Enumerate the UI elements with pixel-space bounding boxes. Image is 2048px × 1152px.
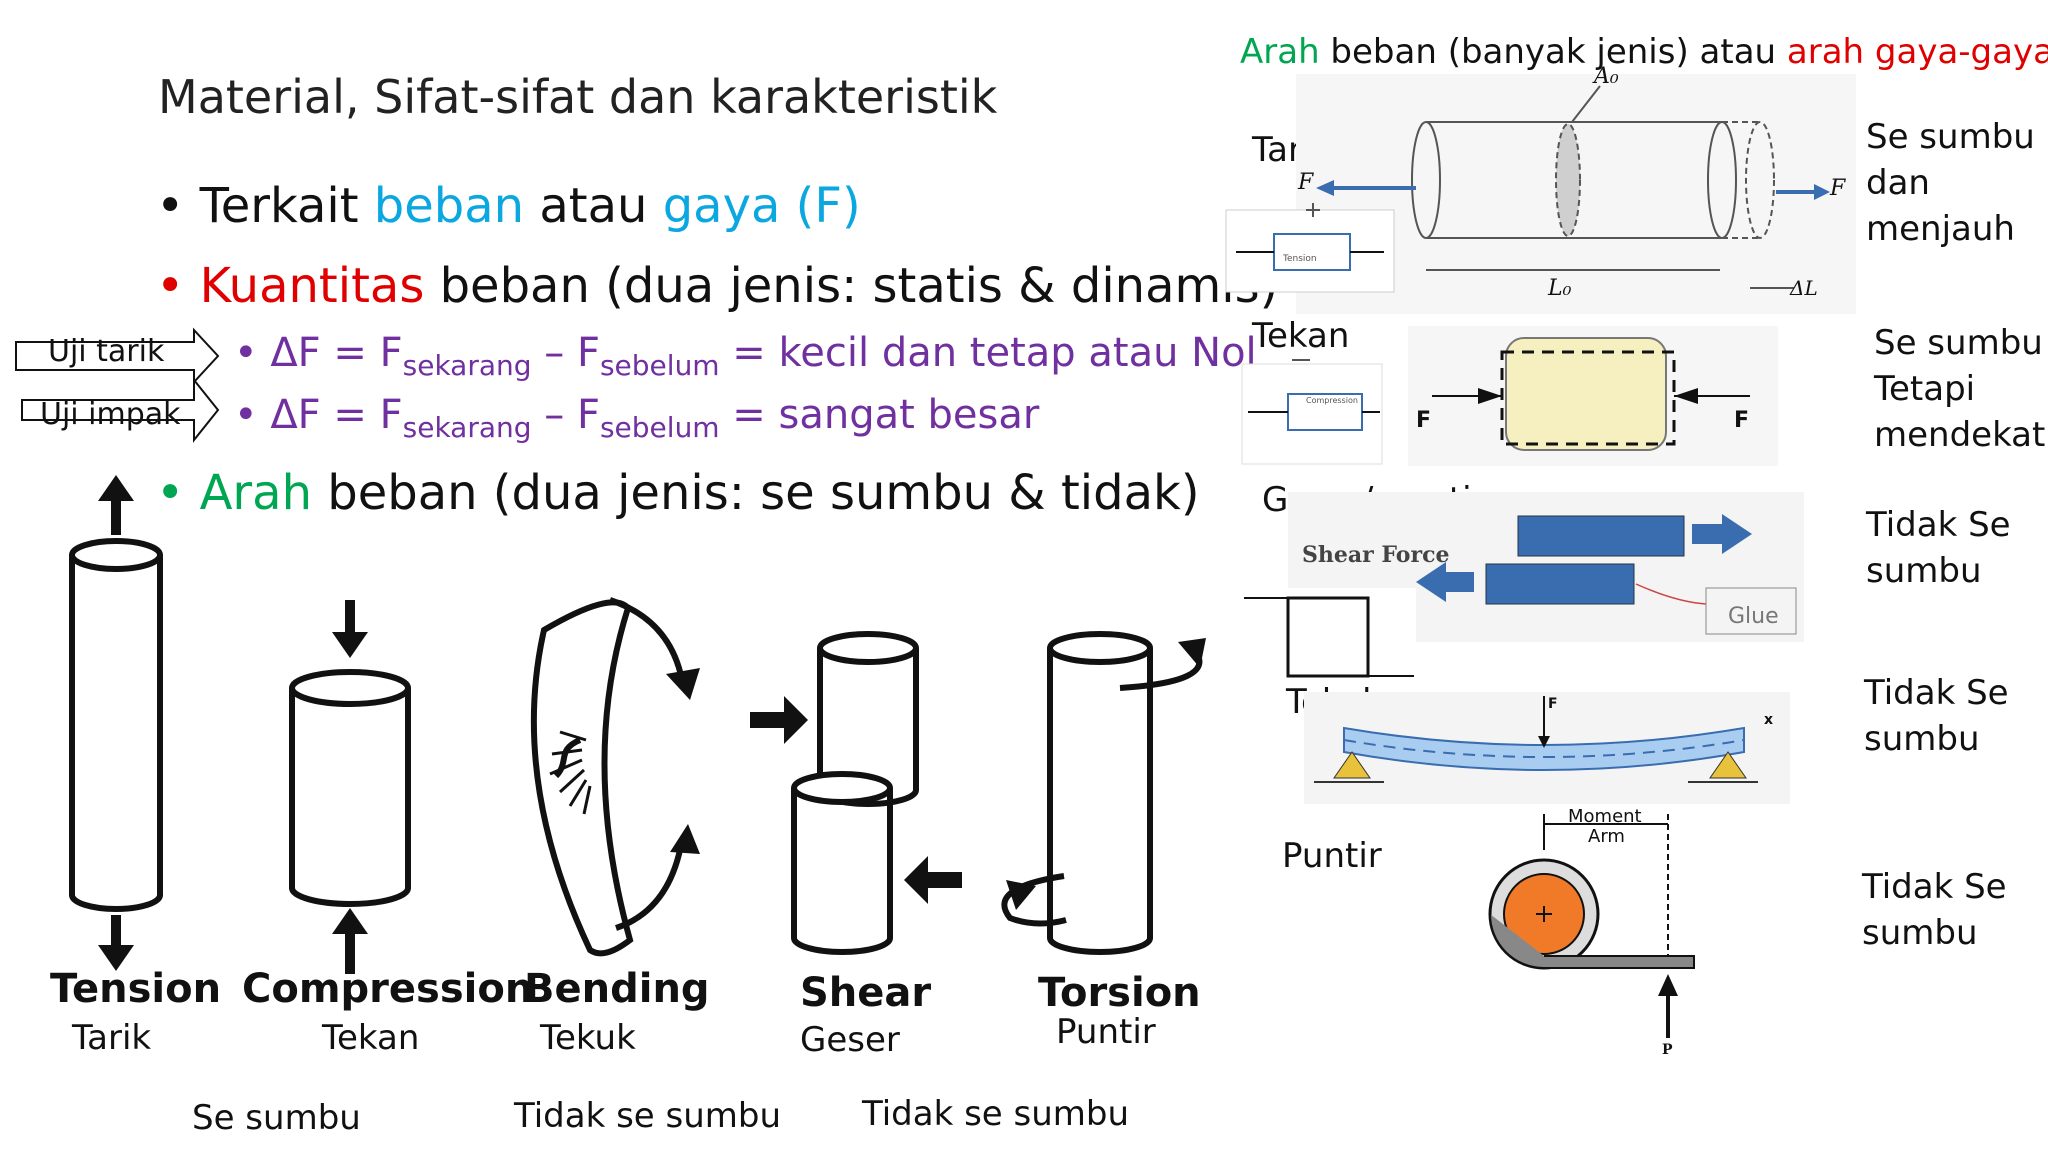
- tarik-box-label: Tension: [1283, 254, 1317, 264]
- uji-impak-label: Uji impak: [40, 397, 181, 432]
- geser-label: Geser: [800, 1020, 900, 1060]
- uji-impak-arrow-shape: [21, 377, 220, 443]
- compression-figure: [289, 600, 411, 974]
- group-tidak-se-sumbu-1: Tidak se sumbu: [514, 1096, 782, 1136]
- tarik-sym-dl: ΔL: [1790, 276, 1818, 300]
- tarik-label: Tarik: [72, 1018, 152, 1058]
- shear-figure: [750, 631, 962, 955]
- bending-label: Bending: [524, 966, 710, 1012]
- uji-tarik-label: Uji tarik: [48, 334, 165, 369]
- tekan-box-label: Compression: [1306, 396, 1358, 405]
- puntir-p-label: P: [1662, 1042, 1673, 1058]
- tekuk-desc: Tidak Se sumbu: [1864, 673, 2009, 759]
- sub-bullet-statis: • ΔF = Fsekarang – Fsebelum = kecil dan …: [234, 330, 1257, 382]
- tarik-desc: Se sumbu dan menjauh: [1866, 117, 2035, 249]
- tarik-diagram: [1225, 74, 1856, 314]
- tekan-label: Tekan: [322, 1018, 420, 1058]
- bullet-arah: • Arah beban (dua jenis: se sumbu & tida…: [156, 465, 1200, 521]
- tarik-sym-f-right: F: [1830, 176, 1846, 201]
- tekuk-x-label: x: [1764, 712, 1774, 728]
- sub-bullet-dinamis: • ΔF = Fsekarang – Fsebelum = sangat bes…: [234, 392, 1040, 444]
- uji-tarik-arrow-shape: [15, 327, 220, 385]
- puntir-row-label: Puntir: [1282, 836, 1382, 876]
- right-heading: Arah beban (banyak jenis) atau arah gaya…: [1240, 32, 2048, 72]
- bullet-beban: • Terkait beban atau gaya (F): [156, 178, 861, 234]
- tarik-sym-a0: A₀: [1594, 64, 1619, 89]
- geser-diagram: [1236, 492, 1804, 692]
- group-tidak-se-sumbu-2: Tidak se sumbu: [862, 1094, 1130, 1134]
- tekan-f-right: F: [1734, 408, 1750, 433]
- tekan-f-left: F: [1416, 408, 1432, 433]
- tekuk-label: Tekuk: [540, 1018, 636, 1058]
- tarik-sym-f-left: F: [1298, 170, 1314, 195]
- tekuk-diagram: [1304, 692, 1790, 804]
- tarik-sym-l0: L₀: [1548, 276, 1572, 301]
- puntir-diagram: [1488, 814, 1695, 1038]
- bullet-kuantitas: • Kuantitas beban (dua jenis: statis & d…: [156, 258, 1279, 314]
- tension-figure: [69, 475, 163, 971]
- arm-label: Arm: [1588, 826, 1625, 847]
- tekan-row-label: Tekan: [1252, 316, 1350, 356]
- puntir-label: Puntir: [1056, 1012, 1156, 1052]
- bending-figure: [530, 597, 700, 957]
- geser-desc: Tidak Se sumbu: [1866, 505, 2011, 591]
- tekuk-force-label: F: [1548, 696, 1558, 712]
- torsion-figure: [1001, 631, 1206, 955]
- page-title: Material, Sifat-sifat dan karakteristik: [158, 70, 998, 124]
- compression-label: Compression: [242, 966, 534, 1012]
- tekan-desc: Se sumbu Tetapi mendekat: [1874, 323, 2046, 455]
- arrow-shapes: [15, 327, 220, 443]
- moment-label: Moment: [1568, 806, 1642, 827]
- tekan-diagram: [1241, 326, 1778, 466]
- tension-label: Tension: [50, 966, 222, 1012]
- puntir-desc: Tidak Se sumbu: [1862, 867, 2007, 953]
- torsion-label: Torsion: [1038, 970, 1201, 1016]
- group-se-sumbu: Se sumbu: [192, 1098, 361, 1138]
- shear-force-label: Shear Force: [1302, 542, 1450, 568]
- glue-label: Glue: [1728, 604, 1779, 629]
- shear-label: Shear: [800, 970, 932, 1016]
